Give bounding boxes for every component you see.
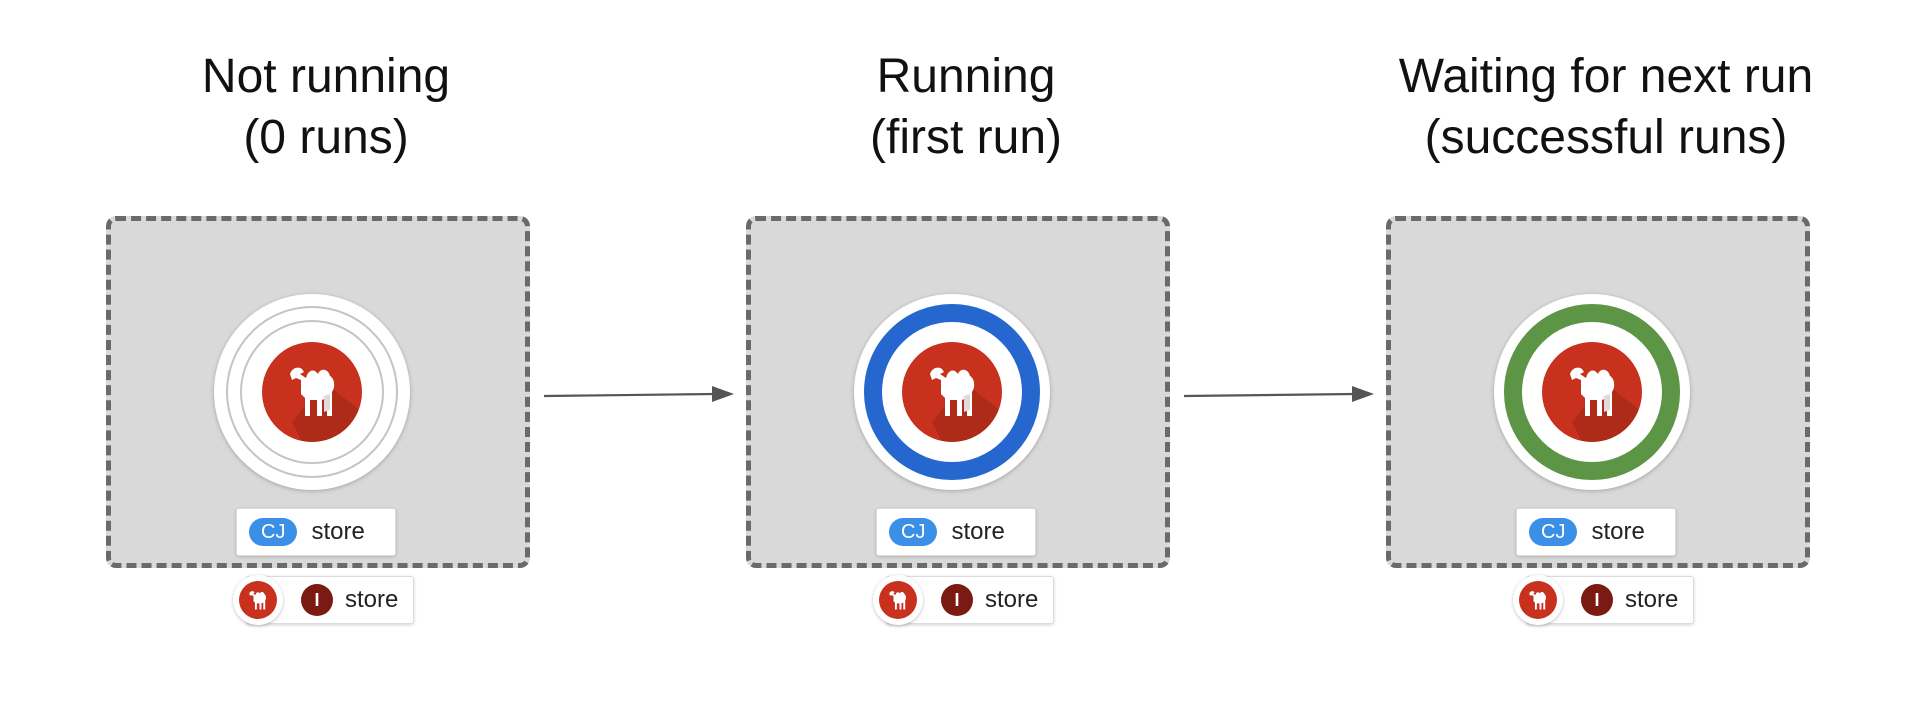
integration-label[interactable]: I store <box>233 575 414 625</box>
cronjob-type-badge: CJ <box>889 518 938 546</box>
integration-type-badge: I <box>941 584 973 616</box>
stage-title-line2: (first run) <box>870 111 1062 164</box>
camel-icon <box>873 575 923 625</box>
stage-title-line2: (successful runs) <box>1424 111 1788 164</box>
cronjob-node[interactable] <box>854 294 1050 490</box>
stage-title-line1: Not running <box>201 50 451 103</box>
camel-icon <box>262 342 362 442</box>
cronjob-type-badge: CJ <box>1529 518 1578 546</box>
stage-not-running: Not running (0 runs) CJ store I store <box>46 0 606 708</box>
integration-name: store <box>985 586 1039 613</box>
stage-waiting-next-run: Waiting for next run (successful runs) C… <box>1326 0 1886 708</box>
camel-icon <box>1542 342 1642 442</box>
stage-title-line2: (0 runs) <box>243 111 409 164</box>
stage-title: Running (first run) <box>686 46 1246 168</box>
stage-title-line1: Waiting for next run <box>1398 50 1814 103</box>
cronjob-label[interactable]: CJ store <box>236 508 396 556</box>
stage-title-line1: Running <box>876 50 1056 103</box>
cronjob-node[interactable] <box>1494 294 1690 490</box>
stage-title: Waiting for next run (successful runs) <box>1326 46 1886 168</box>
cronjob-node[interactable] <box>214 294 410 490</box>
integration-name: store <box>1625 586 1679 613</box>
camel-icon <box>233 575 283 625</box>
integration-type-badge: I <box>301 584 333 616</box>
arrow-right-icon <box>1184 386 1374 402</box>
cronjob-name: store <box>311 518 365 545</box>
status-ring-outer <box>226 306 398 478</box>
camel-icon <box>902 342 1002 442</box>
status-ring-inner <box>240 320 384 464</box>
cronjob-label[interactable]: CJ store <box>876 508 1036 556</box>
cronjob-label[interactable]: CJ store <box>1516 508 1676 556</box>
stage-title: Not running (0 runs) <box>46 46 606 168</box>
integration-type-badge: I <box>1581 584 1613 616</box>
integration-label[interactable]: I store <box>873 575 1054 625</box>
arrow-right-icon <box>544 386 734 402</box>
stage-running: Running (first run) CJ store I store <box>686 0 1246 708</box>
cronjob-name: store <box>1591 518 1645 545</box>
integration-name: store <box>345 586 399 613</box>
cronjob-name: store <box>951 518 1005 545</box>
camel-icon <box>1513 575 1563 625</box>
cronjob-type-badge: CJ <box>249 518 298 546</box>
integration-label[interactable]: I store <box>1513 575 1694 625</box>
